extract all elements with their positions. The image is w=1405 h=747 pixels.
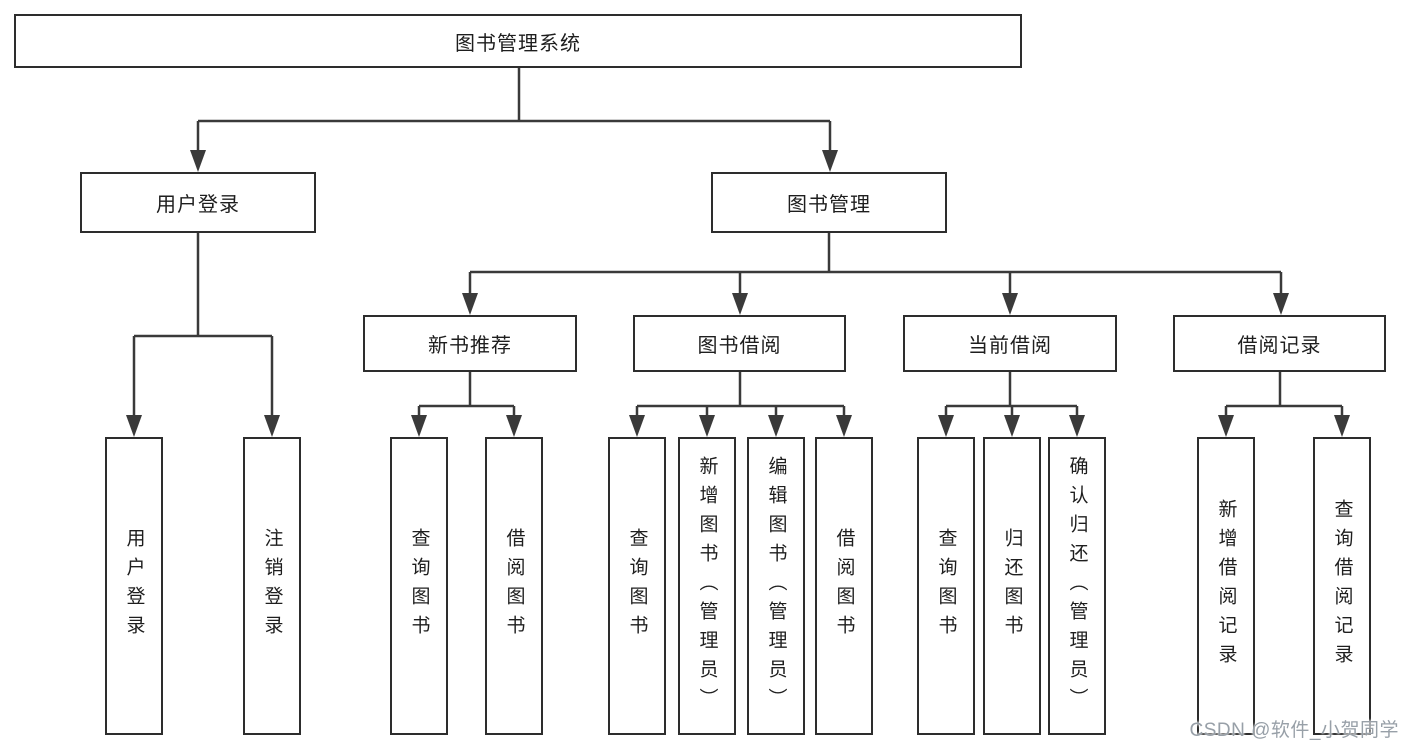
node-borrow-records: 借阅记录 <box>1173 315 1386 372</box>
node-book-management: 图书管理 <box>711 172 947 233</box>
node-current-borrow: 当前借阅 <box>903 315 1117 372</box>
leaf-query-borrow-record: 查询借阅记录 <box>1313 437 1371 735</box>
node-new-book-recommend: 新书推荐 <box>363 315 577 372</box>
leaf-confirm-return-admin-label: 确认归还（管理员） <box>1066 455 1088 717</box>
leaf-edit-book-admin: 编辑图书（管理员） <box>747 437 805 735</box>
leaf-return-book-label: 归还图书 <box>1001 528 1023 644</box>
leaf-query-books-current-label: 查询图书 <box>935 528 957 644</box>
node-book-borrow: 图书借阅 <box>633 315 846 372</box>
leaf-logout-label: 注销登录 <box>261 528 283 644</box>
leaf-query-books-recommend: 查询图书 <box>390 437 448 735</box>
leaf-borrow-books-recommend: 借阅图书 <box>485 437 543 735</box>
csdn-watermark: CSDN @软件_小贺同学 <box>1189 720 1399 741</box>
leaf-query-books-borrow-label: 查询图书 <box>626 528 648 644</box>
leaf-logout: 注销登录 <box>243 437 301 735</box>
leaf-add-book-admin: 新增图书（管理员） <box>678 437 736 735</box>
leaf-borrow-books-recommend-label: 借阅图书 <box>503 528 525 644</box>
leaf-user-login-label: 用户登录 <box>123 528 145 644</box>
leaf-query-books-borrow: 查询图书 <box>608 437 666 735</box>
leaf-borrow-books-label: 借阅图书 <box>833 528 855 644</box>
leaf-user-login: 用户登录 <box>105 437 163 735</box>
leaf-borrow-books: 借阅图书 <box>815 437 873 735</box>
leaf-edit-book-admin-label: 编辑图书（管理员） <box>765 455 787 717</box>
node-user-login: 用户登录 <box>80 172 316 233</box>
node-root-library-system: 图书管理系统 <box>14 14 1022 68</box>
leaf-return-book: 归还图书 <box>983 437 1041 735</box>
leaf-add-book-admin-label: 新增图书（管理员） <box>696 455 718 717</box>
leaf-add-borrow-record-label: 新增借阅记录 <box>1215 499 1237 673</box>
leaf-add-borrow-record: 新增借阅记录 <box>1197 437 1255 735</box>
leaf-query-books-recommend-label: 查询图书 <box>408 528 430 644</box>
leaf-confirm-return-admin: 确认归还（管理员） <box>1048 437 1106 735</box>
leaf-query-books-current: 查询图书 <box>917 437 975 735</box>
leaf-query-borrow-record-label: 查询借阅记录 <box>1331 499 1353 673</box>
